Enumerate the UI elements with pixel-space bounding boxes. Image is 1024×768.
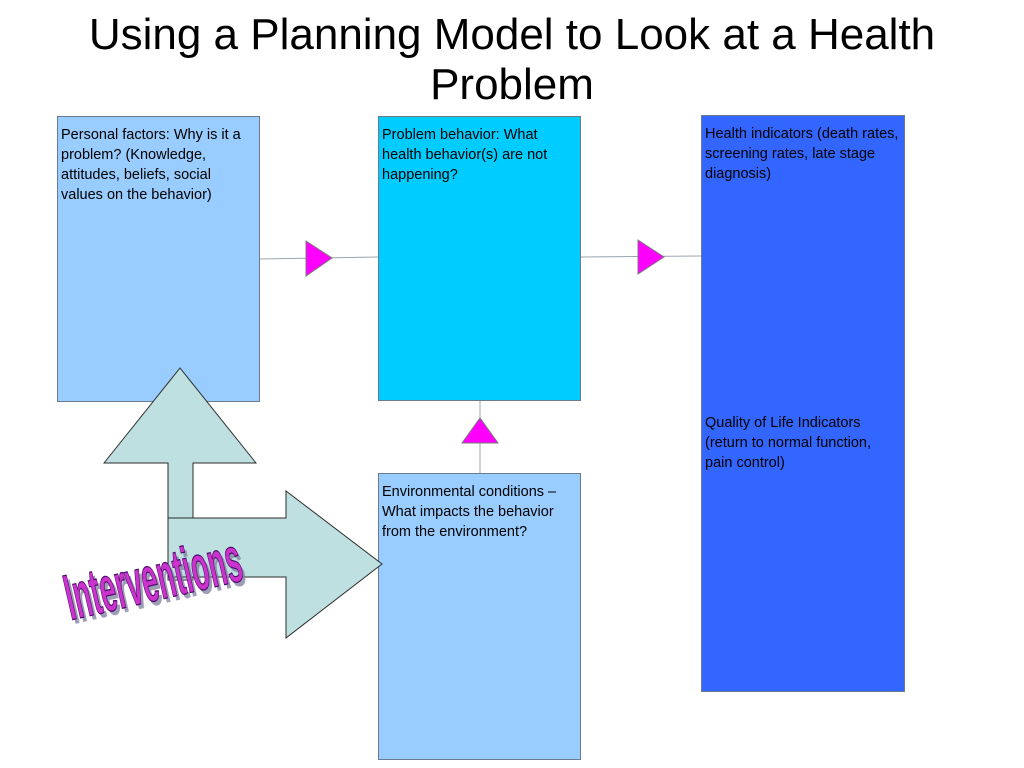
arrowhead-right-icon (305, 240, 333, 277)
problem-behavior-box: Problem behavior: What health behavior(s… (378, 116, 581, 401)
health-indicators-text: Health indicators (death rates, screenin… (705, 126, 899, 182)
arrowhead-up-icon (461, 417, 499, 444)
environmental-conditions-box: Environmental conditions – What impacts … (378, 473, 581, 760)
health-indicators-box: Health indicators (death rates, screenin… (701, 115, 905, 692)
quality-of-life-text: Quality of Life Indicators (return to no… (705, 415, 872, 471)
arrowhead-right-icon (637, 239, 665, 275)
personal-factors-box: Personal factors: Why is it a problem? (… (57, 116, 260, 402)
problem-behavior-text: Problem behavior: What health behavior(s… (382, 127, 548, 183)
slide-title: Using a Planning Model to Look at a Heal… (88, 10, 936, 109)
environmental-conditions-text: Environmental conditions – What impacts … (382, 484, 557, 540)
personal-factors-text: Personal factors: Why is it a problem? (… (61, 127, 241, 203)
